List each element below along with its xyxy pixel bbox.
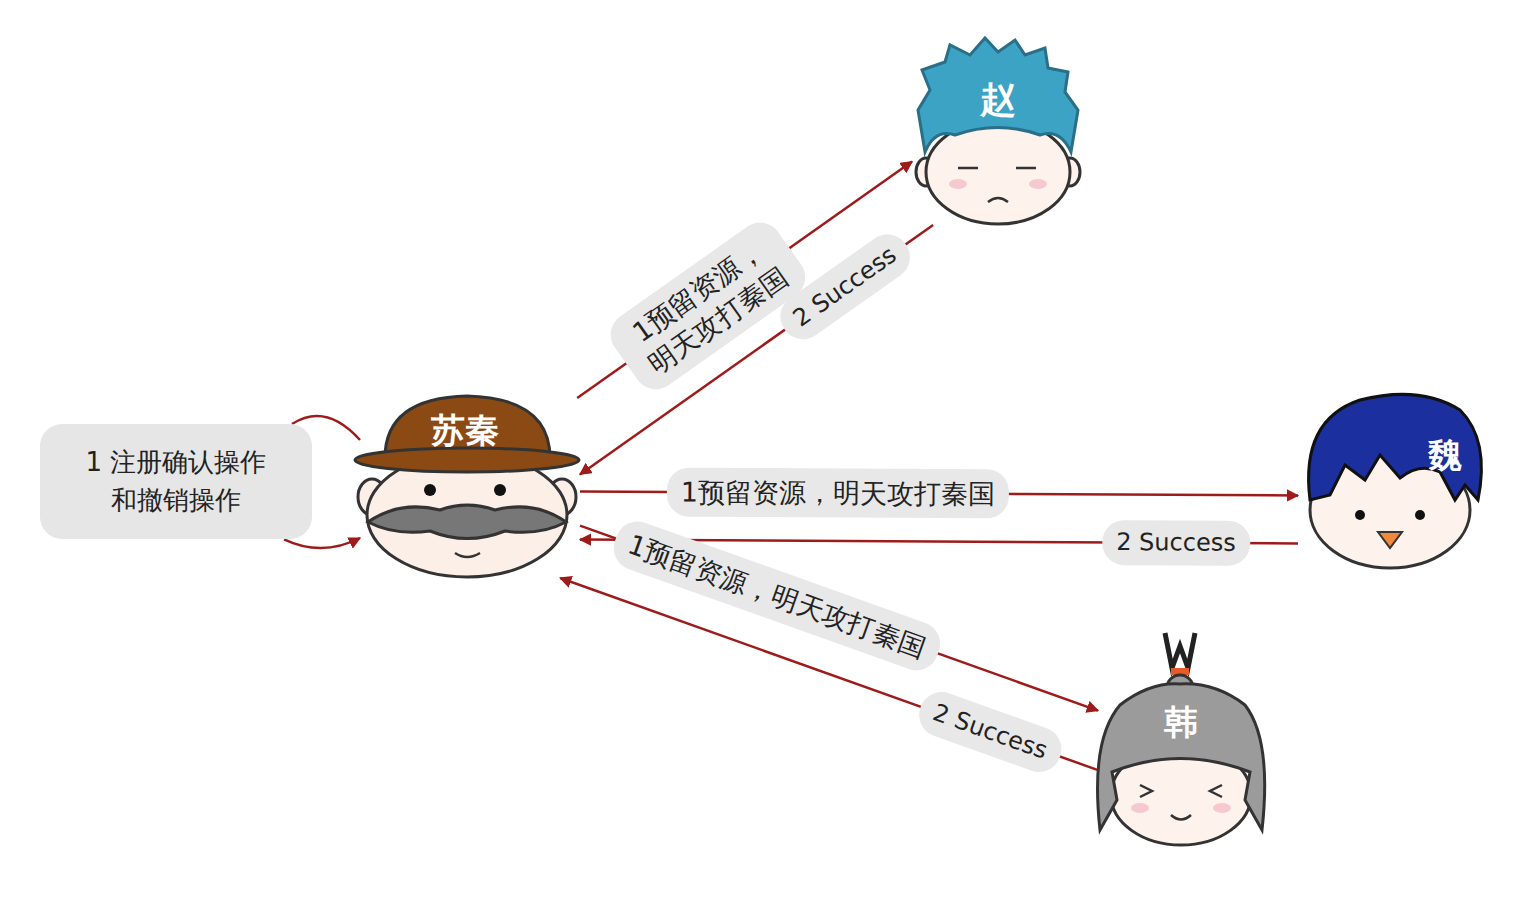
mouth (1171, 815, 1191, 820)
character-head: 魏 (1298, 392, 1482, 570)
hat-brim (355, 448, 579, 472)
topknot-tip (1165, 633, 1195, 668)
zhao-head (916, 38, 1080, 224)
wei-head (1309, 394, 1482, 568)
blush (949, 179, 967, 189)
eye (424, 484, 436, 496)
connector (284, 538, 360, 548)
note-text: 1 注册确认操作 和撤销操作 (80, 444, 272, 519)
character-head: 韩 (1098, 630, 1265, 848)
name-tag: 韩 (1164, 705, 1198, 739)
character-head: 赵 (912, 40, 1085, 225)
blush (1029, 179, 1047, 189)
mouth (988, 198, 1008, 202)
name-tag: 苏秦 (431, 413, 499, 447)
mouth (455, 553, 480, 557)
name-tag: 魏 (1428, 438, 1462, 472)
edge-label: 2 Success (913, 686, 1067, 778)
edge-label: 1预留资源，明天攻打秦国 (667, 468, 1009, 519)
blush (1213, 803, 1231, 813)
hair (918, 38, 1078, 152)
closed-eyes (958, 167, 1036, 170)
moustache (368, 505, 566, 539)
edge-label: 2 Success (1102, 520, 1250, 566)
squint-eyes (1140, 785, 1222, 797)
face (926, 120, 1070, 224)
character-head: 苏秦 (360, 398, 580, 578)
han-head (1098, 633, 1265, 845)
suqin-head (355, 396, 579, 577)
eye (1415, 510, 1425, 520)
name-tag: 赵 (980, 82, 1016, 118)
hair (1098, 684, 1265, 830)
eye (1355, 510, 1365, 520)
note-box: 1 注册确认操作 和撤销操作 (40, 424, 312, 539)
hair (1309, 394, 1482, 500)
mouth (1378, 532, 1402, 548)
blush (1131, 803, 1149, 813)
eye (494, 484, 506, 496)
